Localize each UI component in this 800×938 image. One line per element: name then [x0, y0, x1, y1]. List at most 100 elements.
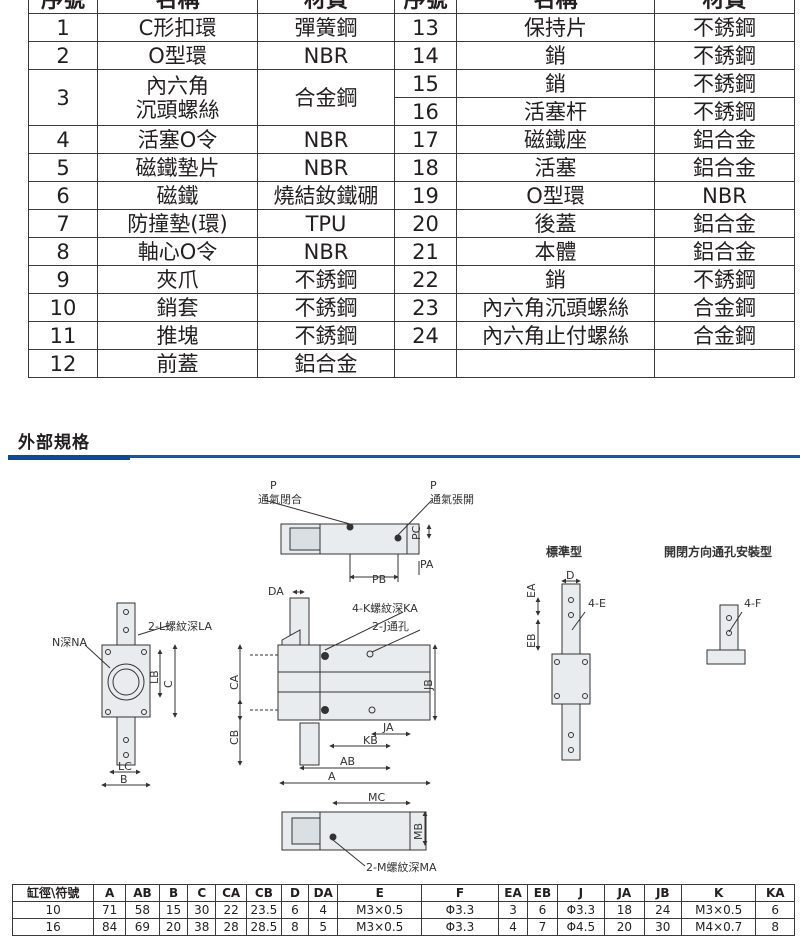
- label-ja: JA: [382, 721, 394, 734]
- empty-cell: [394, 349, 457, 378]
- front-view-drawing: [237, 589, 438, 786]
- spec-header: JB: [643, 884, 682, 902]
- spec-cell: 16: [11, 918, 95, 936]
- spec-cell: 6: [755, 901, 795, 919]
- label-m-thread: 2-M螺紋深MA: [366, 860, 437, 874]
- part-name: 本體: [456, 237, 655, 266]
- part-material: 不銹鋼: [654, 69, 795, 98]
- label-pa: PA: [420, 558, 434, 571]
- part-name: 夾爪: [97, 265, 258, 294]
- part-material: 鋁合金: [654, 237, 795, 266]
- standard-type-drawing: [535, 578, 591, 761]
- table-row: 8 軸心O令 NBR 21 本體 鋁合金: [28, 237, 795, 266]
- part-name: 銷: [456, 265, 655, 294]
- part-name: 軸心O令: [97, 237, 258, 266]
- spec-cell: 6: [527, 901, 558, 919]
- spec-cell: 8: [280, 918, 310, 936]
- label-kb: KB: [363, 734, 378, 747]
- spec-header-row: 缸徑\符號 A AB B C CA CB D DA E F EA EB J JA…: [11, 884, 795, 902]
- label-a: A: [328, 770, 336, 783]
- spec-cell: Φ3.3: [421, 901, 499, 919]
- part-name: O型環: [456, 181, 655, 210]
- part-no: 15: [394, 69, 457, 98]
- part-material: 不銹鋼: [654, 97, 795, 126]
- part-material: 彈簧鋼: [257, 13, 395, 42]
- part-no: 22: [394, 265, 457, 294]
- spec-header: K: [680, 884, 757, 902]
- table-row: 6 磁鐵 燒結釹鐵硼 19 O型環 NBR: [28, 181, 795, 210]
- label-standard-type: 標準型: [546, 544, 582, 559]
- spec-cell: 5: [308, 918, 339, 936]
- part-name: O型環: [97, 41, 258, 70]
- part-name: C形扣環: [97, 13, 258, 42]
- label-k-thread: 4-K螺紋深KA: [352, 601, 418, 615]
- header-name-right: 名稱: [456, 0, 655, 14]
- header-material-right: 材質: [654, 0, 795, 14]
- label-ca: CA: [228, 674, 241, 690]
- label-cb: CB: [228, 730, 241, 745]
- spec-cell: 30: [187, 901, 217, 919]
- spec-cell: 38: [187, 918, 217, 936]
- part-name: 活塞杆: [456, 97, 655, 126]
- part-name: 磁鐵座: [456, 125, 655, 154]
- part-no: 14: [394, 41, 457, 70]
- part-name: 銷: [456, 69, 655, 98]
- part-material: 鋁合金: [654, 209, 795, 238]
- part-name: 保持片: [456, 13, 655, 42]
- table-row: 7 防撞墊(環) TPU 20 後蓋 鋁合金: [28, 209, 795, 238]
- header-no-right: 序號: [394, 0, 457, 14]
- side-port-type-drawing: [706, 604, 746, 665]
- part-material: NBR: [654, 181, 795, 210]
- spec-cell: Φ3.3: [421, 918, 499, 936]
- spec-cell: M4×0.7: [680, 918, 757, 936]
- part-no: 2: [28, 41, 98, 70]
- label-ea: EA: [525, 583, 538, 598]
- spec-header: E: [337, 884, 423, 902]
- spec-cell: 4: [497, 918, 529, 936]
- label-b: B: [120, 773, 128, 786]
- part-no: 8: [28, 237, 98, 266]
- spec-cell: 8: [755, 918, 795, 936]
- spec-cell: 22: [215, 901, 247, 919]
- part-material: 鋁合金: [257, 349, 395, 378]
- part-name: 內六角沉頭螺絲: [456, 293, 655, 322]
- part-no: 7: [28, 209, 98, 238]
- part-no: 23: [394, 293, 457, 322]
- part-no: 12: [28, 349, 98, 378]
- part-no: 9: [28, 265, 98, 294]
- part-name: 內六角沉頭螺絲: [97, 69, 258, 126]
- bottom-view-drawing: [281, 800, 428, 867]
- spec-header: D: [280, 884, 310, 902]
- part-material: 合金鋼: [257, 69, 395, 126]
- part-material: 不銹鋼: [654, 13, 795, 42]
- part-material: NBR: [257, 41, 395, 70]
- label-eb: EB: [525, 634, 538, 649]
- label-ab: AB: [340, 755, 355, 768]
- table-row: 3 內六角沉頭螺絲 合金鋼 15 銷 不銹鋼: [28, 69, 795, 126]
- label-pc: PC: [410, 525, 423, 540]
- spec-cell: Φ3.3: [556, 901, 606, 919]
- part-no: 11: [28, 321, 98, 350]
- part-material: 合金鋼: [654, 321, 795, 350]
- empty-cell: [456, 349, 655, 378]
- label-l-thread: 2-L螺紋深LA: [148, 619, 212, 633]
- spec-header: EB: [527, 884, 558, 902]
- spec-header: DA: [308, 884, 339, 902]
- section-divider: [8, 455, 800, 458]
- spec-cell: 15: [158, 901, 189, 919]
- top-view-drawing: [263, 499, 433, 582]
- part-name: 防撞墊(環): [97, 209, 258, 238]
- spec-cell: 71: [93, 901, 126, 919]
- table-row: 16 84 69 20 38 28 28.5 8 5 M3×0.5 Φ3.3 4…: [11, 918, 795, 936]
- part-material: 合金鋼: [654, 293, 795, 322]
- label-j-hole: 2-J通孔: [372, 620, 409, 633]
- header-no-left: 序號: [28, 0, 98, 14]
- spec-cell: 6: [280, 901, 310, 919]
- spec-cell: 69: [125, 918, 160, 936]
- spec-header: 缸徑\符號: [11, 884, 95, 902]
- label-lb: LB: [148, 670, 161, 684]
- label-p-close-1: P: [270, 479, 277, 492]
- spec-cell: M3×0.5: [337, 918, 423, 936]
- part-no: 24: [394, 321, 457, 350]
- label-mc: MC: [368, 791, 385, 804]
